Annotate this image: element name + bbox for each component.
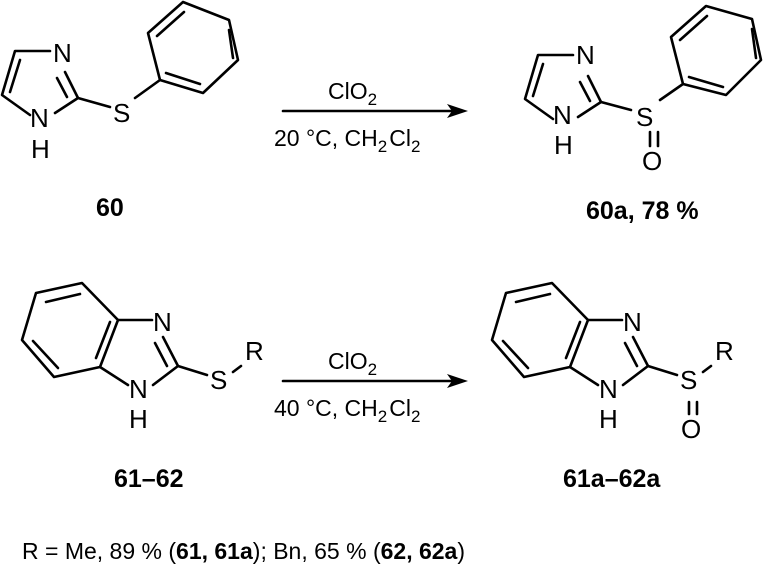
atom-n: N	[129, 374, 148, 404]
atom-n: N	[153, 307, 172, 337]
substituent-footnote: R = Me, 89 % (61, 61a); Bn, 65 % (62, 62…	[22, 538, 465, 565]
atom-s: S	[680, 365, 697, 395]
atom-n: N	[599, 374, 618, 404]
conditions-1: 20 °C, CH2Cl2	[274, 125, 420, 156]
reagent-clo2-2: ClO2	[328, 348, 377, 379]
compound-61a-62a-label: 61a–62a	[563, 465, 661, 493]
reagent-clo2-1: ClO2	[328, 78, 377, 109]
atom-s: S	[636, 102, 653, 132]
atom-o: O	[642, 146, 662, 176]
footnote-compounds-62: 62, 62a	[380, 538, 458, 564]
compound-61-62-label: 61–62	[114, 465, 184, 493]
conditions-2: 40 °C, CH2Cl2	[274, 395, 420, 426]
atom-s: S	[210, 365, 227, 395]
reaction-arrow-2	[281, 374, 468, 388]
atom-n: N	[30, 103, 49, 133]
compound-61-62-structure: N N H S R	[20, 281, 264, 434]
footnote-mid: ); Bn, 65 % (	[252, 538, 381, 564]
compound-61a-62a-structure: N N H S R O	[490, 281, 734, 444]
compound-60a-structure: N N H S O	[523, 4, 763, 176]
atom-n: N	[576, 40, 595, 70]
atom-n: N	[53, 38, 72, 68]
atom-n: N	[623, 307, 642, 337]
atom-h: H	[554, 130, 573, 160]
atom-h: H	[129, 404, 148, 434]
atom-r: R	[245, 336, 264, 366]
atom-r: R	[715, 336, 734, 366]
compound-60-label: 60	[96, 194, 124, 222]
footnote-prefix: R = Me, 89 % (	[22, 538, 177, 564]
atom-s: S	[113, 98, 130, 128]
compound-60-structure: N N H S	[0, 0, 240, 164]
atom-h: H	[599, 404, 618, 434]
atom-n: N	[553, 100, 572, 130]
reaction-arrow-1	[281, 104, 468, 118]
compound-60a-label: 60a, 78 %	[586, 197, 699, 225]
atom-h: H	[31, 134, 50, 164]
footnote-compounds-61: 61, 61a	[176, 538, 253, 564]
atom-o: O	[681, 414, 701, 444]
footnote-suffix: )	[457, 538, 466, 564]
